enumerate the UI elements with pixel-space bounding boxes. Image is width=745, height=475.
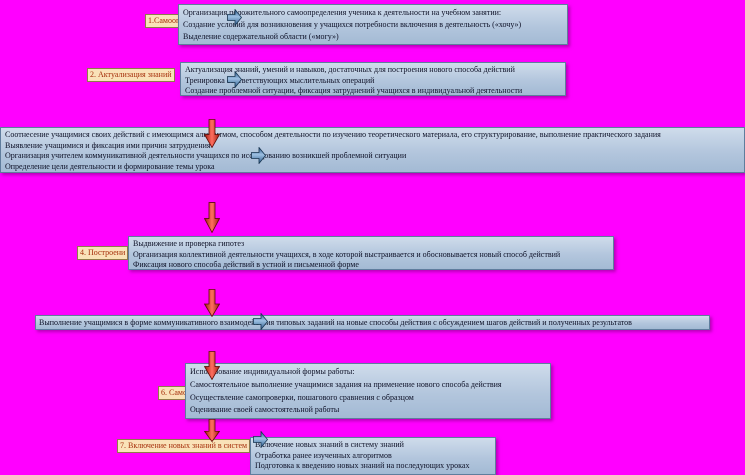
stage4-label: 4. Построени xyxy=(77,246,129,260)
stage1-text-line: Выделение содержательной области («могу»… xyxy=(183,32,339,41)
stage4-text-line: Выдвижение и проверка гипотез xyxy=(133,239,245,248)
stage1-text-line: Создание условий для возникновения у уча… xyxy=(183,20,522,29)
stage2-text-line: Актуализация знаний, умений и навыков, д… xyxy=(185,65,515,74)
right-arrow-icon xyxy=(227,9,242,26)
stage6-text-line: Использование индивидуальной формы работ… xyxy=(190,367,355,376)
stage3-text-line: Выявление учащимися и фиксация ими причи… xyxy=(5,140,211,150)
stage4-box: Выдвижение и проверка гипотез Организаци… xyxy=(128,236,614,270)
stage5-text-line: Выполнение учащимися в форме коммуникати… xyxy=(39,318,632,327)
stage7-text-line: Подготовка к введению новых знаний на по… xyxy=(255,461,470,470)
stage1-text-line: Организация положительного самоопределен… xyxy=(183,8,502,17)
down-arrow-icon xyxy=(204,289,220,317)
stage4-text-line: Организация коллективной деятельности уч… xyxy=(133,249,561,259)
stage6-box: Использование индивидуальной формы работ… xyxy=(185,363,551,419)
stage7-box: Включение новых знаний в систему знаний … xyxy=(250,437,496,475)
stage1-box: Организация положительного самоопределен… xyxy=(178,4,568,45)
stage7-text-line: Включение новых знаний в систему знаний xyxy=(255,440,404,449)
right-arrow-icon xyxy=(251,147,266,164)
stage3-text-line: Соотнесение учащимися своих действий с и… xyxy=(5,130,661,139)
down-arrow-icon xyxy=(204,119,220,148)
right-arrow-icon xyxy=(227,71,242,88)
stage5-box: Выполнение учащимися в форме коммуникати… xyxy=(35,315,710,330)
stage3-text-line: Определение цели деятельности и формиров… xyxy=(5,161,215,171)
stage2-text-line: Создание проблемной ситуации, фиксация з… xyxy=(185,86,523,95)
stage2-box: Актуализация знаний, умений и навыков, д… xyxy=(180,62,566,96)
stage4-text-line: Фиксация нового способа действий в устно… xyxy=(133,260,359,269)
right-arrow-icon xyxy=(253,431,268,448)
stage2-label: 2. Актуализация знаний xyxy=(87,68,175,82)
stage3-text-line: Организация учителем коммуникативной дея… xyxy=(5,151,407,160)
stage6-text-line: Осуществление самопроверки, пошагового с… xyxy=(190,392,414,402)
down-arrow-icon xyxy=(204,351,220,380)
stage7-text-line: Отработка ранее изученных алгоритмов xyxy=(255,450,392,460)
down-arrow-icon xyxy=(204,202,220,233)
stage2-text-line: Тренировка соответствующих мыслительных … xyxy=(185,75,375,85)
stage3-box: Соотнесение учащимися своих действий с и… xyxy=(0,127,745,173)
down-arrow-icon xyxy=(204,419,220,442)
stage6-text-line: Самостоятельное выполнение учащимися зад… xyxy=(190,379,502,389)
stage7-label: 7. Включение новых знаний в систем xyxy=(117,439,251,453)
right-arrow-icon xyxy=(253,313,268,330)
stage6-text-line: Оценивание своей самостоятельной работы xyxy=(190,405,340,415)
